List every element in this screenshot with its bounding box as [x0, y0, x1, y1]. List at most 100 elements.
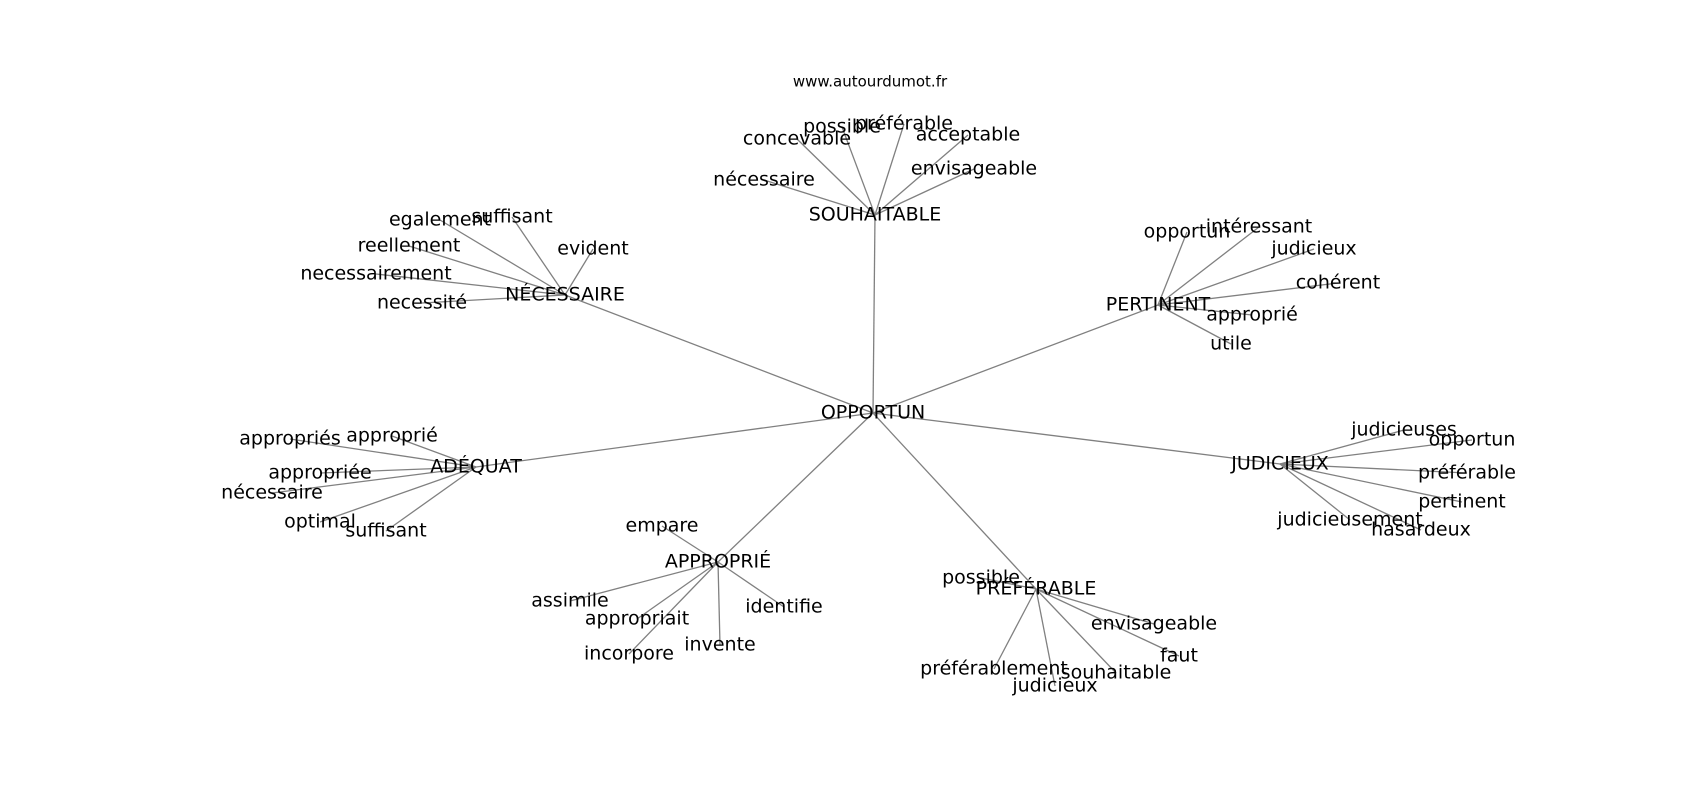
- leaf-word-adequat[interactable]: optimal: [284, 511, 356, 533]
- edge-center-souhaitable: [872, 214, 876, 414]
- edge-center-preferable: [872, 412, 1037, 590]
- leaf-word-necessaire[interactable]: reellement: [358, 235, 461, 257]
- leaf-word-approprie[interactable]: assimile: [531, 590, 608, 612]
- edge-adequat-leaf: [391, 435, 477, 468]
- edge-approprie-leaf: [569, 561, 719, 602]
- edge-necessaire-leaf: [421, 294, 566, 304]
- leaf-word-preferable[interactable]: souhaitable: [1061, 662, 1172, 684]
- leaf-word-judicieux[interactable]: hasardeux: [1371, 519, 1471, 541]
- group-node-souhaitable[interactable]: SOUHAITABLE: [809, 204, 942, 226]
- leaf-word-approprie[interactable]: incorpore: [584, 643, 674, 665]
- leaf-word-necessaire[interactable]: evident: [557, 238, 628, 260]
- edge-preferable-leaf: [1035, 588, 1117, 674]
- edge-judicieux-leaf: [1279, 463, 1463, 503]
- edge-approprie-leaf: [628, 561, 719, 655]
- leaf-word-judicieux[interactable]: opportun: [1429, 429, 1516, 451]
- leaf-word-preferable[interactable]: préférablement: [920, 658, 1068, 680]
- leaf-word-pertinent[interactable]: cohérent: [1296, 272, 1380, 294]
- leaf-word-souhaitable[interactable]: envisageable: [911, 158, 1037, 180]
- leaf-word-pertinent[interactable]: opportun: [1144, 221, 1231, 243]
- leaf-word-necessaire[interactable]: egalement: [389, 209, 491, 231]
- edge-adequat-leaf: [319, 466, 477, 523]
- leaf-word-judicieux[interactable]: judicieusement: [1276, 509, 1422, 531]
- edge-souhaitable-leaf: [763, 179, 876, 216]
- leaf-word-preferable[interactable]: possible: [942, 567, 1020, 589]
- edge-souhaitable-leaf: [874, 168, 975, 216]
- leaf-word-approprie[interactable]: appropriait: [585, 608, 689, 630]
- edge-judicieux-leaf: [1279, 463, 1422, 531]
- edge-judicieux-leaf: [1279, 463, 1468, 474]
- edge-souhaitable-leaf: [874, 134, 969, 216]
- leaf-word-pertinent[interactable]: judicieux: [1270, 238, 1356, 260]
- leaf-word-souhaitable[interactable]: acceptable: [916, 124, 1020, 146]
- edge-adequat-leaf: [385, 466, 477, 532]
- edge-pertinent-leaf: [1157, 304, 1232, 345]
- edge-necessaire-leaf: [564, 248, 594, 296]
- leaf-word-approprie[interactable]: invente: [684, 634, 755, 656]
- leaf-word-pertinent[interactable]: intéressant: [1206, 216, 1312, 238]
- edge-approprie-leaf: [661, 525, 719, 563]
- leaf-word-judicieux[interactable]: judicieuses: [1350, 419, 1457, 441]
- edge-necessaire-leaf: [375, 273, 566, 296]
- edge-approprie-leaf: [717, 561, 785, 608]
- leaf-word-judicieux[interactable]: préférable: [1418, 462, 1516, 484]
- group-node-preferable[interactable]: PRÉFÉRABLE: [976, 577, 1097, 600]
- group-node-necessaire[interactable]: NÉCESSAIRE: [505, 283, 625, 306]
- group-node-pertinent[interactable]: PERTINENT: [1106, 294, 1211, 316]
- site-url[interactable]: www.autourdumot.fr: [793, 73, 948, 91]
- edge-center-adequat: [475, 412, 874, 468]
- leaf-word-preferable[interactable]: faut: [1160, 645, 1198, 667]
- leaf-word-pertinent[interactable]: approprié: [1206, 304, 1298, 326]
- edge-adequat-leaf: [271, 466, 477, 494]
- leaf-word-pertinent[interactable]: utile: [1210, 333, 1252, 355]
- edge-center-judicieux: [872, 412, 1281, 465]
- leaf-word-adequat[interactable]: suffisant: [345, 520, 426, 542]
- edge-souhaitable-leaf: [841, 126, 876, 216]
- leaf-word-adequat[interactable]: appropriée: [268, 462, 371, 484]
- group-node-judicieux[interactable]: JUDICIEUX: [1230, 453, 1329, 475]
- edge-center-approprie: [717, 412, 874, 563]
- edge-judicieux-leaf: [1279, 429, 1405, 465]
- group-node-adequat[interactable]: ADÉQUAT: [430, 455, 522, 478]
- leaf-word-souhaitable[interactable]: concevable: [743, 128, 851, 150]
- edge-necessaire-leaf: [511, 216, 566, 296]
- edge-necessaire-leaf: [408, 245, 566, 296]
- group-node-approprie[interactable]: APPROPRIÉ: [665, 550, 771, 573]
- leaf-word-judicieux[interactable]: pertinent: [1418, 491, 1506, 513]
- edge-preferable-leaf: [993, 588, 1037, 670]
- center-node[interactable]: OPPORTUN: [821, 402, 925, 424]
- edge-center-necessaire: [564, 294, 874, 414]
- edge-approprie-leaf: [636, 561, 719, 620]
- leaf-word-preferable[interactable]: envisageable: [1091, 613, 1217, 635]
- edge-preferable-leaf: [1035, 588, 1056, 687]
- edge-pertinent-leaf: [1157, 231, 1188, 306]
- leaf-word-approprie[interactable]: identifie: [745, 596, 822, 618]
- leaf-word-preferable[interactable]: judicieux: [1011, 675, 1097, 697]
- leaf-word-necessaire[interactable]: necessairement: [300, 263, 451, 285]
- edge-judicieux-leaf: [1279, 439, 1473, 465]
- leaf-word-souhaitable[interactable]: possible: [803, 116, 881, 138]
- edge-adequat-leaf: [319, 466, 477, 474]
- labels: www.autourdumot.fr concevablepossiblepré…: [221, 73, 1516, 697]
- leaf-word-necessaire[interactable]: suffisant: [471, 206, 552, 228]
- edge-pertinent-leaf: [1157, 304, 1253, 316]
- edge-preferable-leaf: [980, 577, 1037, 590]
- edges: [271, 123, 1473, 687]
- leaf-word-approprie[interactable]: empare: [626, 515, 699, 537]
- edge-pertinent-leaf: [1157, 226, 1260, 306]
- edge-pertinent-leaf: [1157, 248, 1315, 306]
- leaf-word-souhaitable[interactable]: préférable: [855, 113, 953, 135]
- leaf-word-adequat[interactable]: nécessaire: [221, 482, 323, 504]
- leaf-word-necessaire[interactable]: necessité: [377, 292, 467, 314]
- edge-preferable-leaf: [1035, 588, 1180, 657]
- edge-preferable-leaf: [1035, 588, 1155, 625]
- leaf-word-adequat[interactable]: approprié: [346, 425, 438, 447]
- edge-necessaire-leaf: [439, 219, 566, 296]
- edge-pertinent-leaf: [1157, 282, 1339, 306]
- edge-judicieux-leaf: [1279, 463, 1351, 521]
- edge-souhaitable-leaf: [796, 138, 876, 216]
- edge-adequat-leaf: [289, 438, 477, 468]
- leaf-word-adequat[interactable]: appropriés: [239, 428, 341, 450]
- leaf-word-souhaitable[interactable]: nécessaire: [713, 169, 815, 191]
